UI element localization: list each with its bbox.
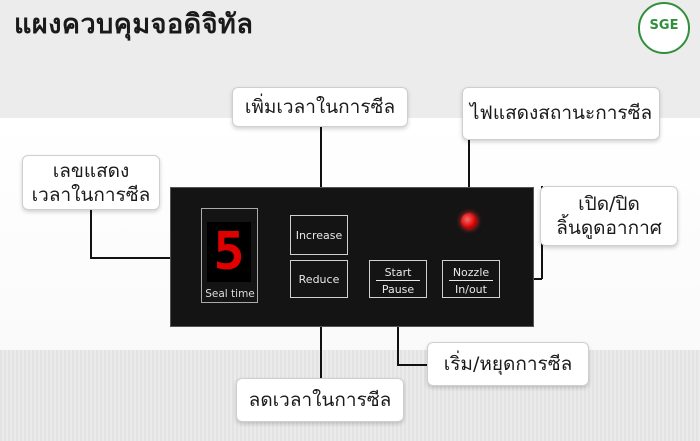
- seal-time-display: [201, 208, 258, 303]
- callout-reduce-time: ลดเวลาในการซีล: [236, 378, 404, 422]
- callout-start-stop-text: เริ่ม/หยุดการซีล: [443, 353, 573, 375]
- logo-text: SGE: [649, 18, 679, 33]
- reduce-label: Reduce: [298, 273, 340, 286]
- callout-seal-indicator: ไฟแสดงสถานะการซีล: [462, 87, 660, 140]
- start-pause-button[interactable]: Start Pause: [369, 260, 427, 298]
- seal-time-label: Seal time: [205, 288, 255, 300]
- connector-display-h: [90, 257, 202, 259]
- nozzle-divider: [449, 280, 493, 281]
- seal-status-led: [461, 213, 477, 229]
- increase-button[interactable]: Increase: [290, 215, 348, 255]
- page-title: แผงควบคุมจอดิจิทัล: [14, 9, 254, 40]
- callout-time-display-line2: เวลาในการซีล: [31, 184, 151, 206]
- connector-start-h: [397, 364, 427, 366]
- connector-reduce: [320, 296, 322, 378]
- increase-label: Increase: [295, 229, 343, 242]
- callout-start-stop: เริ่ม/หยุดการซีล: [427, 342, 589, 386]
- nozzle-inout-button[interactable]: Nozzle In/out: [442, 260, 500, 298]
- pause-label: Pause: [381, 283, 415, 296]
- inout-label: In/out: [455, 283, 487, 296]
- callout-nozzle-line1: เปิด/ปิด: [578, 193, 640, 215]
- start-pause-divider: [376, 280, 420, 281]
- sge-logo: SGE: [638, 2, 690, 54]
- callout-increase-time: เพิ่มเวลาในการซีล: [232, 87, 408, 127]
- callout-time-display-line1: เลขแสดง: [52, 160, 130, 182]
- connector-display-v: [90, 210, 92, 258]
- callout-nozzle-line2: ลิ้นดูดอากาศ: [556, 217, 662, 239]
- callout-reduce-time-text: ลดเวลาในการซีล: [248, 389, 392, 411]
- start-label: Start: [384, 266, 412, 279]
- seal-time-digit: 5: [213, 222, 245, 282]
- digit-window: [207, 222, 251, 282]
- reduce-button[interactable]: Reduce: [290, 260, 348, 298]
- callout-seal-indicator-text: ไฟแสดงสถานะการซีล: [469, 102, 653, 124]
- connector-start-v: [397, 296, 399, 366]
- callout-time-display: เลขแสดง เวลาในการซีล: [22, 155, 160, 210]
- connector-indicator: [468, 140, 470, 212]
- nozzle-label: Nozzle: [452, 266, 490, 279]
- connector-increase: [320, 127, 322, 215]
- callout-nozzle: เปิด/ปิด ลิ้นดูดอากาศ: [540, 186, 678, 246]
- callout-increase-time-text: เพิ่มเวลาในการซีล: [244, 96, 396, 118]
